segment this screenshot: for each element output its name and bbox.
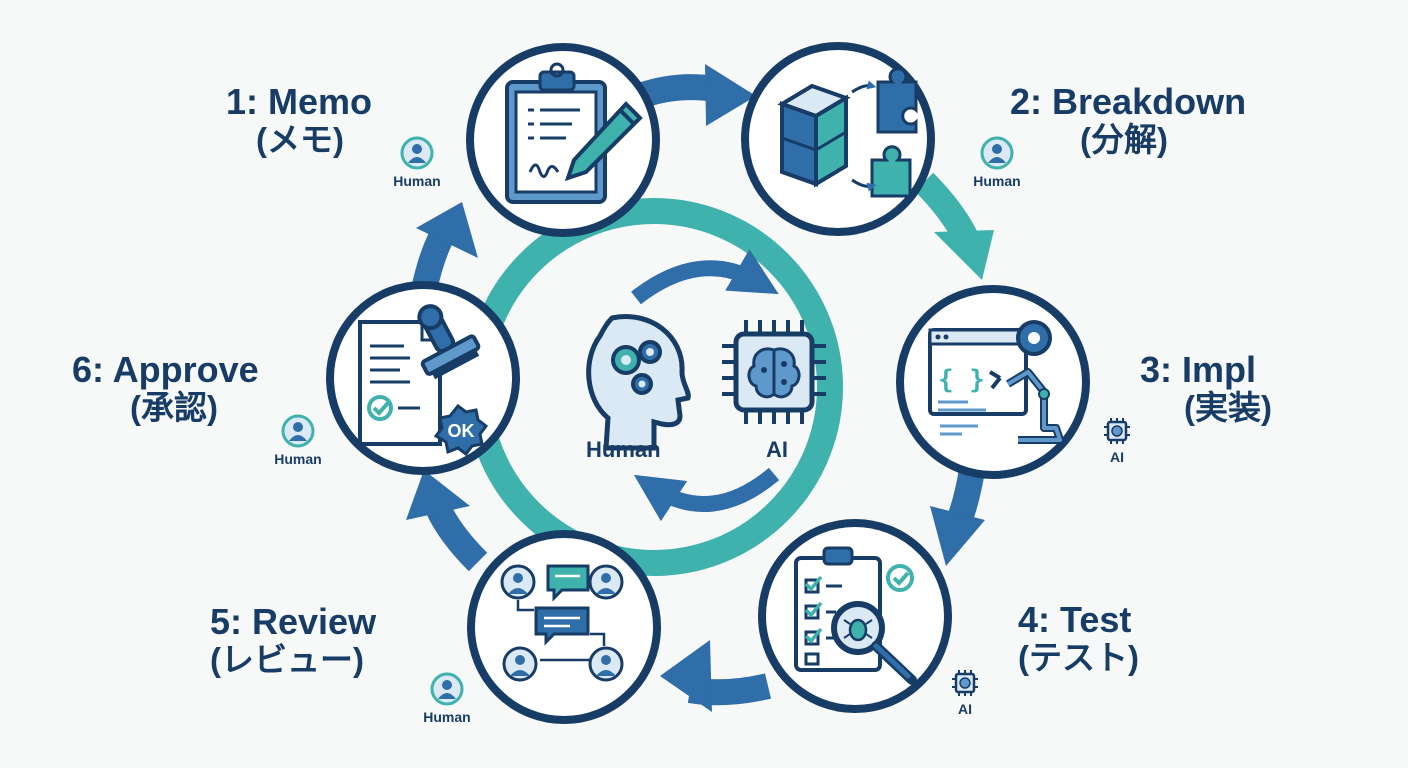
step-breakdown-title: 2: Breakdown [1010, 81, 1247, 122]
step-approve-role: Human [253, 414, 343, 467]
step-review-title: 5: Review [210, 601, 377, 642]
arrow-breakdown-to-impl-head [934, 230, 994, 280]
arrow-review-to-approve-head [406, 470, 470, 520]
step-test-node [758, 519, 952, 713]
step-memo-role: Human [372, 136, 462, 189]
step-impl-node: { } [896, 285, 1090, 479]
document-stamp-ok-icon: OK [358, 304, 489, 457]
code-robot-arm-icon: { } [928, 320, 1064, 444]
step-review-label: 5: Review (レビュー) [210, 601, 377, 679]
step-breakdown-label: 2: Breakdown (分解) [1010, 81, 1247, 159]
center-ai-label: AI [766, 437, 788, 462]
step-approve-node: OK [326, 281, 520, 475]
step-review-subtitle: (レビュー) [210, 641, 364, 679]
svg-text:{ }: { } [938, 365, 985, 395]
step-breakdown-subtitle: (分解) [1080, 121, 1168, 159]
ok-badge [433, 403, 489, 457]
step-memo-role-text: Human [393, 173, 441, 189]
step-breakdown-role-text: Human [973, 173, 1021, 189]
center-arrow-bottom [633, 467, 780, 522]
clipboard-pencil-icon [505, 62, 643, 204]
center-human-label: Human [586, 437, 661, 462]
step-impl-role-text: AI [1110, 449, 1124, 465]
arrow-approve-to-memo-head [416, 202, 478, 258]
person-icon [430, 672, 464, 706]
center-arrow-top [631, 249, 779, 305]
person-icon [281, 414, 315, 448]
arrow-memo-to-breakdown-head [705, 64, 756, 126]
ai-chip-icon [952, 670, 978, 696]
people-chat-icon [500, 564, 624, 682]
step-test-label: 4: Test (テスト) [1018, 599, 1139, 677]
arrow-breakdown-to-impl [914, 172, 978, 245]
step-breakdown-role: Human [952, 136, 1042, 189]
step-memo-node [466, 43, 660, 237]
step-review-role-text: Human [423, 709, 471, 725]
step-test-role: AI [920, 668, 1010, 717]
arrow-impl-to-test-head [930, 506, 985, 566]
step-memo-title: 1: Memo [226, 81, 373, 122]
step-impl-label: 3: Impl (実装) [1140, 349, 1272, 427]
ai-chip-brain-icon [722, 320, 826, 424]
step-test-subtitle: (テスト) [1018, 639, 1139, 677]
step-test-role-text: AI [958, 701, 972, 717]
step-approve-role-text: Human [274, 451, 322, 467]
person-icon [980, 136, 1014, 170]
step-approve-subtitle: (承認) [130, 389, 218, 427]
step-approve-label: 6: Approve (承認) [72, 349, 259, 427]
step-memo-label: 1: Memo (メモ) [226, 81, 373, 159]
human-head-gears-icon [586, 314, 691, 451]
step-impl-title: 3: Impl [1140, 349, 1257, 390]
step-review-role: Human [402, 672, 492, 725]
step-impl-subtitle: (実装) [1184, 389, 1272, 427]
step-impl-role: AI [1072, 416, 1162, 465]
ok-badge-text: OK [448, 421, 475, 441]
arrow-test-to-review-head [660, 640, 712, 712]
step-memo-subtitle: (メモ) [256, 121, 344, 159]
step-approve-title: 6: Approve [72, 349, 259, 390]
checklist-bug-icon [794, 546, 917, 685]
step-review-node [467, 530, 661, 724]
ai-chip-icon [1104, 418, 1130, 444]
person-icon [400, 136, 434, 170]
cube-puzzle-icon [777, 67, 918, 198]
step-breakdown-node [741, 42, 935, 236]
step-test-title: 4: Test [1018, 599, 1132, 640]
arrow-review-to-approve [426, 502, 488, 572]
